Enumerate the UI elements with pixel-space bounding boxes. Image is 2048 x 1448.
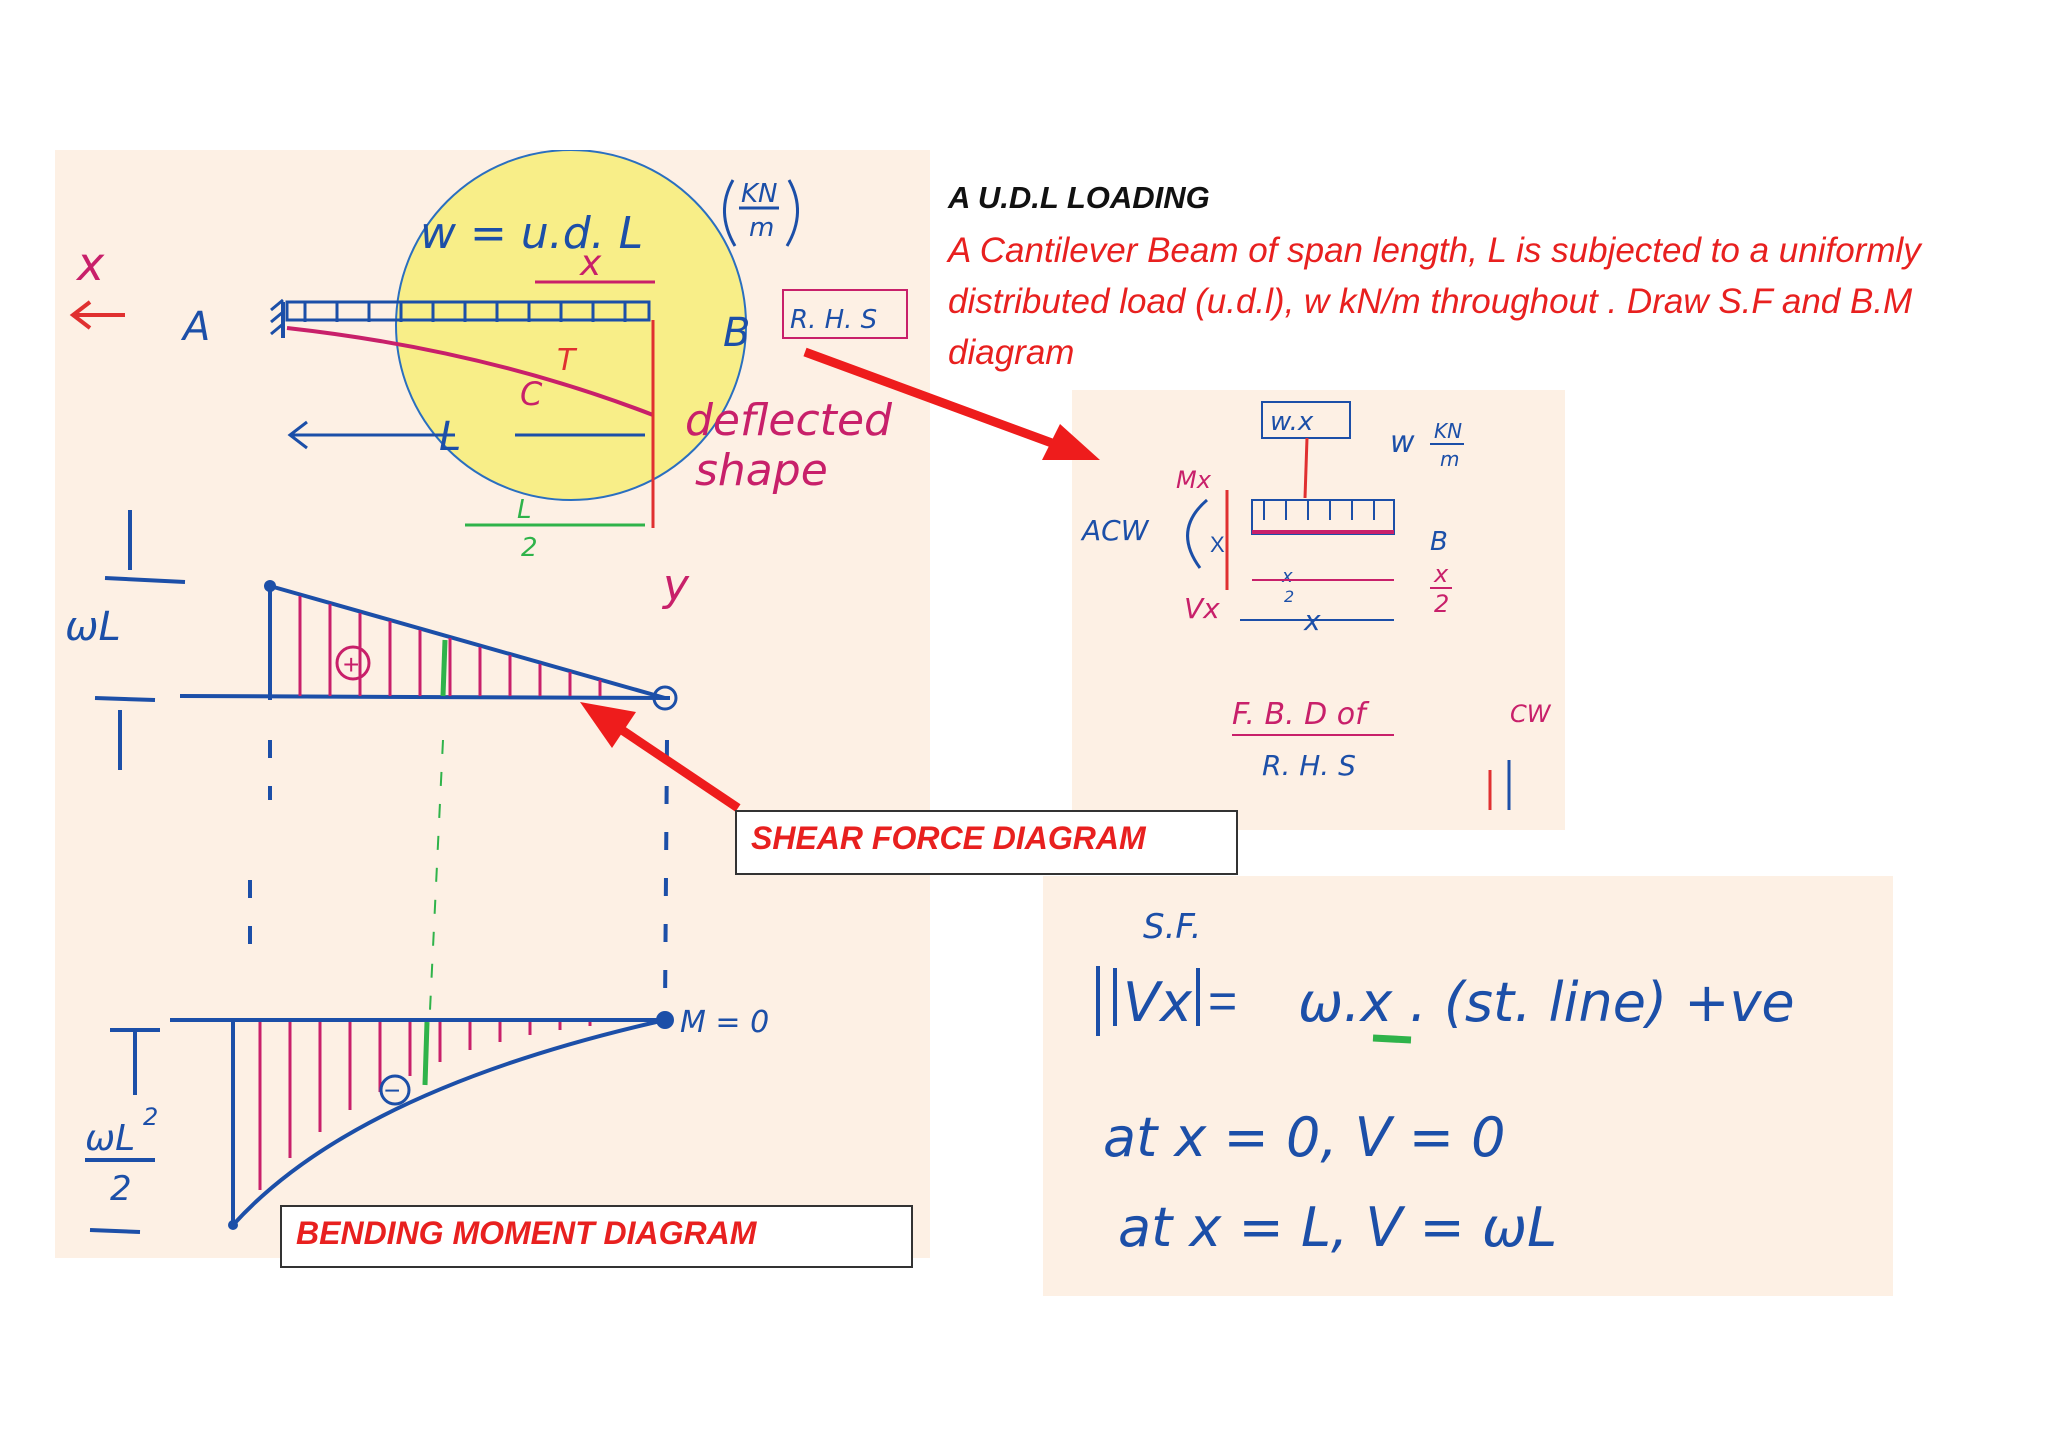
support-hatch	[270, 298, 284, 312]
fbd-panel: w.x w KN m Mx ACW X B Vx x 2 x 2 x F. B.…	[1072, 390, 1565, 830]
paren-left	[723, 179, 737, 247]
resultant-arrow	[1303, 437, 1309, 499]
bmd-support-node	[228, 1220, 238, 1230]
rhs-to-fbd-arrowhead	[1042, 424, 1100, 460]
fbd-udl-arrows	[1263, 500, 1375, 520]
problem-description: A Cantilever Beam of span length, L is s…	[948, 231, 1921, 372]
deflected-label-line1: deflected	[685, 395, 893, 446]
fbd-x-dim: x	[1303, 604, 1321, 637]
load-unit-den: m	[749, 213, 774, 243]
fbd-acw: ACW	[1080, 514, 1150, 547]
eq-line2: at x = 0, V = 0	[1103, 1106, 1506, 1169]
load-unit-num: KN	[741, 179, 778, 209]
fbd-vx: Vx	[1184, 592, 1220, 625]
fbd-w-label: w	[1390, 425, 1415, 460]
fbd-title-line2: R. H. S	[1262, 749, 1356, 782]
rhs-label: R. H. S	[790, 305, 877, 335]
bmd-hatching	[258, 1022, 592, 1190]
shear-force-callout: SHEAR FORCE DIAGRAM	[735, 810, 1238, 875]
support-hatch	[270, 322, 284, 336]
bmd-free-end-node	[656, 1011, 674, 1029]
span-arrow-left	[287, 420, 308, 450]
rhs-box	[782, 289, 908, 339]
beam	[285, 300, 651, 322]
bmd-minus-sign: −	[384, 1075, 400, 1106]
beam-sketch-svg: x A w = u.d. L KN m x T	[65, 150, 908, 1234]
compression-label: C	[520, 375, 543, 413]
wl-top-bar	[104, 576, 186, 584]
udl-arrows	[303, 302, 627, 322]
fbd-title-line1: F. B. D of	[1232, 697, 1370, 732]
fbd-mx: Mx	[1176, 466, 1212, 494]
bmd-midspan-marker	[422, 1021, 430, 1086]
fbd-unit-den: m	[1440, 447, 1459, 471]
page-heading: A U.D.L LOADING	[948, 180, 1210, 215]
load-label: w = u.d. L	[420, 208, 643, 259]
eq-line1-lhs: Vx	[1123, 971, 1193, 1034]
sfd-slope	[269, 584, 666, 700]
sfd-plus-sign: +	[343, 649, 359, 680]
x-dimension-label: x	[579, 243, 602, 284]
fbd-b-label: B	[1430, 527, 1448, 557]
half-span-den: 2	[521, 533, 538, 563]
tension-label: T	[557, 343, 578, 378]
bmd-parabola	[231, 1018, 666, 1227]
eq-equals: =	[1208, 973, 1237, 1029]
fbd-svg: w.x w KN m Mx ACW X B Vx x 2 x 2 x F. B.…	[1080, 401, 1552, 810]
sfd-plus-circle	[335, 645, 371, 681]
fbd-half-x-left-num: x	[1281, 566, 1293, 587]
sfd-free-end-node	[652, 685, 678, 711]
bmd-m-zero: M = 0	[680, 1005, 769, 1040]
sfd-callout-arrowhead	[580, 702, 636, 748]
wx-box-label: w.x	[1270, 407, 1314, 437]
sfd-hatching	[298, 596, 602, 696]
sfd-wl-label: ωL	[65, 604, 121, 650]
free-end-label-b: B	[723, 310, 750, 356]
deflected-shape-curve	[286, 326, 654, 417]
support-hatch	[270, 310, 284, 324]
paren-right	[785, 179, 799, 247]
x-axis-arrowhead	[69, 300, 92, 330]
equations-panel: S.F. Vx = ω.x . (st. line) +ve at x = 0,…	[1043, 876, 1893, 1296]
bmd-minus-circle	[379, 1074, 411, 1106]
fbd-half-x-left-den: 2	[1284, 587, 1294, 606]
wl2-bottom-bar	[89, 1228, 141, 1234]
wl2-exp: 2	[143, 1103, 158, 1131]
equations-svg: S.F. Vx = ω.x . (st. line) +ve at x = 0,…	[1096, 907, 1795, 1259]
x-underline	[1372, 1034, 1412, 1044]
rhs-to-fbd-arrow	[803, 347, 1062, 451]
fbd-half-x-right-num: x	[1433, 560, 1449, 588]
sfd-baseline	[179, 694, 671, 700]
sf-label: S.F.	[1143, 907, 1201, 947]
span-label: L	[439, 414, 461, 460]
fbd-x-mark: X	[1210, 532, 1225, 557]
sfd-midspan-marker	[440, 639, 448, 697]
wl2-num: ωL	[85, 1118, 135, 1159]
fbd-half-x-right-den: 2	[1434, 590, 1449, 618]
wl-bottom-bar	[94, 696, 156, 702]
deflected-label-line2: shape	[695, 445, 828, 496]
support-label-a: A	[180, 304, 210, 350]
x-axis-label: x	[75, 237, 105, 291]
bending-moment-callout: BENDING MOMENT DIAGRAM	[280, 1205, 913, 1268]
eq-line3: at x = L, V = ωL	[1118, 1196, 1557, 1259]
wl2-den: 2	[110, 1169, 132, 1209]
fbd-cw: CW	[1510, 700, 1552, 728]
fbd-moment-arc	[1186, 498, 1208, 569]
half-span-num: L	[517, 495, 532, 525]
fbd-unit-num: KN	[1434, 419, 1462, 443]
eq-line1-rhs: ω.x . (st. line) +ve	[1298, 971, 1795, 1034]
y-axis-label: y	[661, 560, 690, 611]
beam-sketch-panel: x A w = u.d. L KN m x T	[55, 150, 930, 1258]
highlight-circle	[395, 150, 747, 501]
sfd-callout-arrow	[607, 718, 741, 812]
projection-midspan	[429, 739, 444, 1011]
sfd-support-node	[264, 580, 276, 592]
